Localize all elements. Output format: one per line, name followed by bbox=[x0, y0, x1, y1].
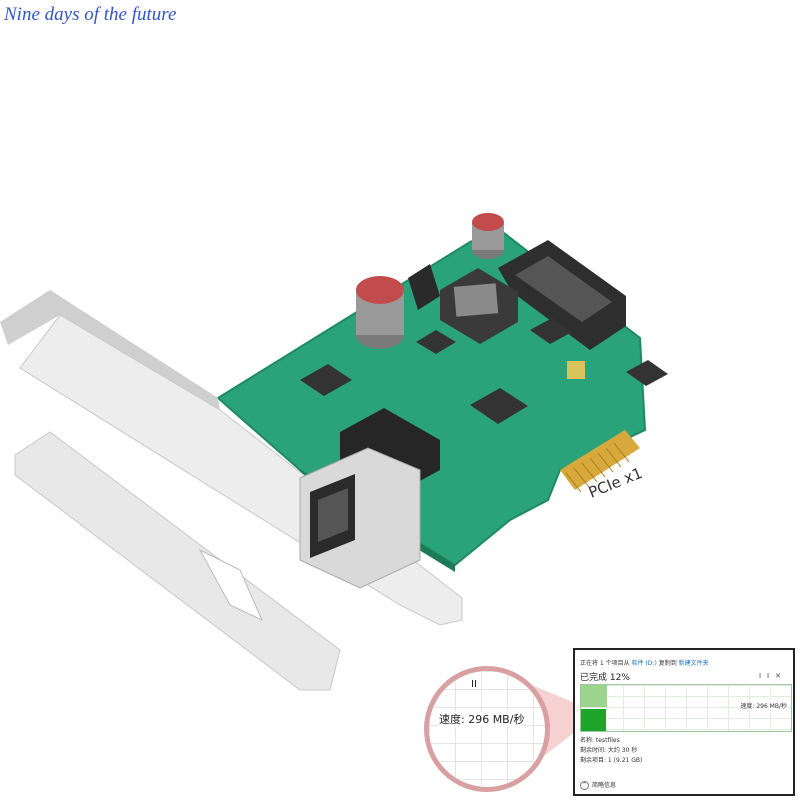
magnifier-graph-grid bbox=[429, 671, 545, 787]
time-remaining: 剩余时间: 大约 30 秒 bbox=[580, 747, 638, 754]
capacitor-right-top bbox=[472, 213, 504, 231]
rj45-body bbox=[299, 447, 421, 589]
chip-small-3 bbox=[626, 360, 668, 386]
magnifier: II 速度: 296 MB/秒 bbox=[424, 666, 550, 792]
connector-slot bbox=[515, 256, 612, 322]
file-name: 名称: testfiles bbox=[580, 737, 620, 744]
capacitor-left-top bbox=[356, 276, 404, 304]
magnifier-speed-text: 速度: 296 MB/秒 bbox=[439, 711, 525, 727]
items-remaining: 剩余项目: 1 (9.21 GB) bbox=[580, 757, 643, 764]
bracket-cutout bbox=[198, 548, 263, 622]
dialog-controls: II✕ bbox=[759, 672, 787, 680]
transfer-speed-graph: 速度: 296 MB/秒 bbox=[580, 684, 792, 732]
file-copy-dialog: 正在将 1 个项目从 软件 (D:) 复制到 新建文件夹 已完成 12% II✕… bbox=[573, 648, 795, 796]
speed-text: 速度: 296 MB/秒 bbox=[740, 701, 787, 710]
progress-fill-light bbox=[581, 685, 608, 707]
magnifier-pause-icon: II bbox=[471, 679, 477, 690]
chip-main bbox=[470, 388, 528, 424]
chevron-up-icon: ^ bbox=[580, 781, 589, 790]
inductor-top bbox=[453, 283, 499, 317]
copy-status-line: 正在将 1 个项目从 软件 (D:) 复制到 新建文件夹 bbox=[580, 660, 709, 667]
destination-link[interactable]: 新建文件夹 bbox=[678, 660, 709, 667]
chip-small-1 bbox=[416, 330, 456, 354]
chip-tall bbox=[408, 264, 440, 310]
percent-complete: 已完成 12% bbox=[580, 673, 630, 683]
rj45-inner bbox=[318, 488, 348, 542]
chip-left bbox=[300, 364, 352, 396]
bracket-lower bbox=[14, 431, 341, 691]
transfer-details: 名称: testfiles 剩余时间: 大约 30 秒 剩余项目: 1 (9.2… bbox=[580, 736, 642, 766]
watermark-text: Nine days of the future bbox=[4, 4, 177, 25]
close-icon[interactable]: ✕ bbox=[775, 672, 787, 680]
pause-icon[interactable]: II bbox=[758, 672, 776, 680]
chip-pad bbox=[567, 361, 585, 379]
source-link[interactable]: 软件 (D:) bbox=[631, 660, 657, 667]
chip-small-2 bbox=[530, 318, 572, 344]
less-details-button[interactable]: ^简略信息 bbox=[580, 780, 616, 790]
progress-fill bbox=[581, 709, 607, 731]
